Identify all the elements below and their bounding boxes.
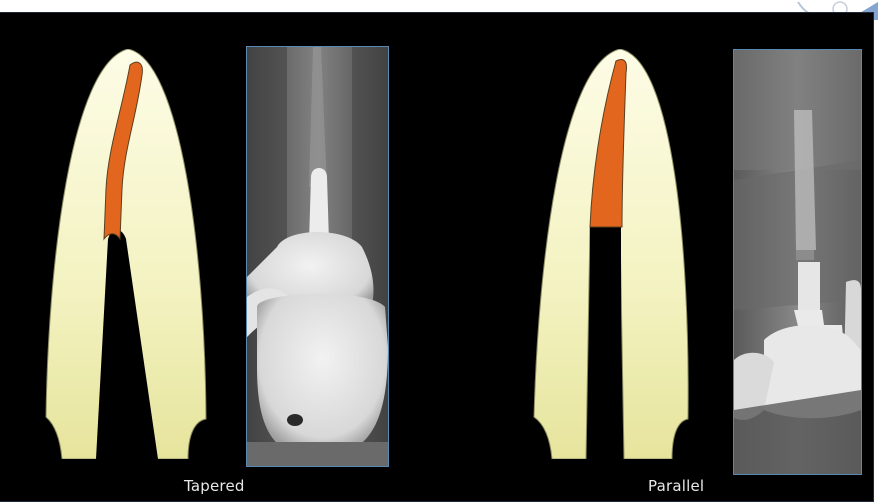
parallel-xray-image [733, 49, 862, 475]
parallel-canal-space [590, 227, 621, 459]
parallel-label: Parallel [648, 477, 704, 495]
tapered-label: Tapered [184, 477, 245, 495]
tapered-tooth-diagram [30, 49, 220, 459]
tapered-xray-drawing [247, 47, 388, 466]
diagram-panel: Tapered Parallel [0, 12, 874, 502]
parallel-xray-drawing [734, 50, 861, 474]
tapered-xray-image [246, 46, 389, 467]
parallel-tooth-diagram [528, 49, 718, 459]
